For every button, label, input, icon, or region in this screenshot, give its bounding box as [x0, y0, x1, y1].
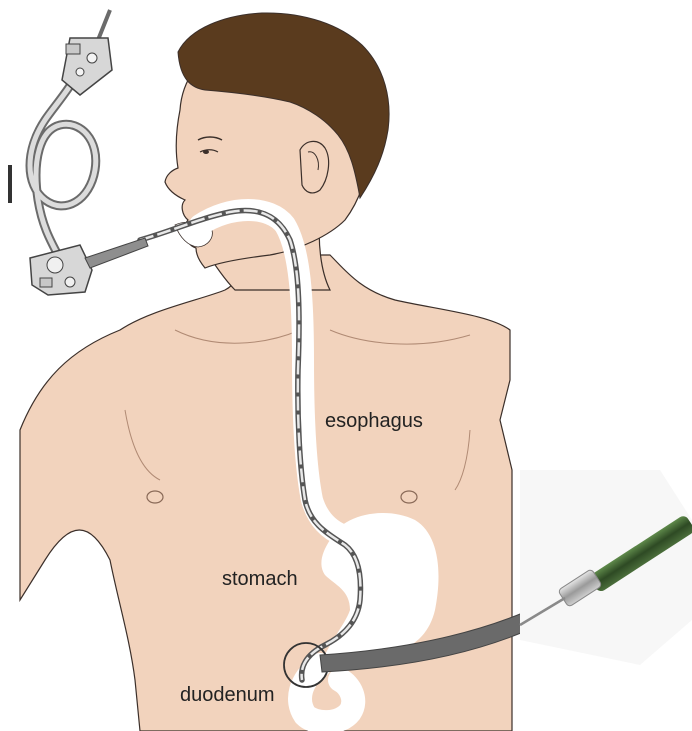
esophagus-label: esophagus — [325, 410, 423, 433]
stomach-label: stomach — [222, 568, 298, 591]
endoscope-connector-icon — [62, 10, 112, 95]
biopsy-needle-icon — [520, 470, 692, 665]
endoscope-handle-icon — [30, 238, 148, 295]
duodenum-label: duodenum — [180, 684, 275, 707]
